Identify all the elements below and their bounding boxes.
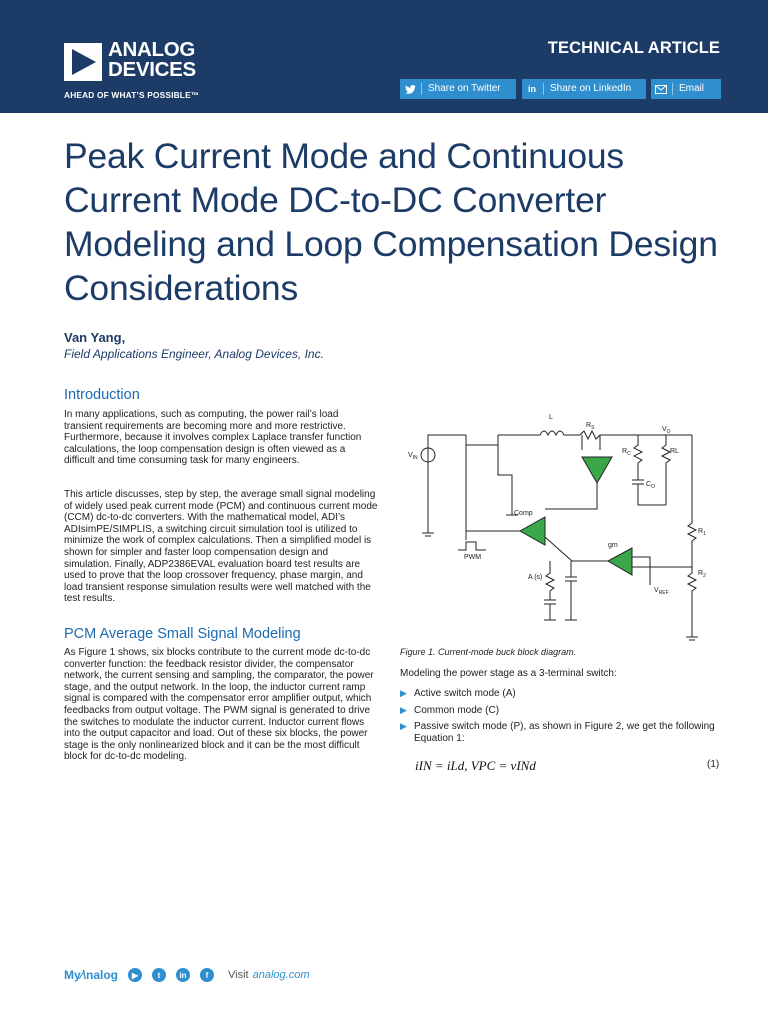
share-email-label: Email xyxy=(679,83,705,94)
label-co: C xyxy=(646,481,651,488)
list-item-text: Common mode (C) xyxy=(414,704,500,716)
label-pwm: PWM xyxy=(464,554,481,561)
header-bar: ANALOG DEVICES AHEAD OF WHAT’S POSSIBLE™… xyxy=(0,0,768,113)
list-item: ▶ Common mode (C) xyxy=(400,705,730,717)
bullet-arrow-icon: ▶ xyxy=(400,721,407,732)
visit-label: Visit xyxy=(228,969,249,981)
label-rl: RL xyxy=(670,448,679,455)
modeling-intro: Modeling the power stage as a 3-terminal… xyxy=(400,668,617,679)
svg-text:VO: VO xyxy=(662,426,671,435)
label-rs: R xyxy=(586,422,591,429)
label-vref-sub: REF xyxy=(659,590,669,596)
bullet-arrow-icon: ▶ xyxy=(400,704,407,715)
analog-link[interactable]: analog.com xyxy=(252,969,310,981)
author-affiliation: Field Applications Engineer, Analog Devi… xyxy=(64,347,324,361)
author-name: Van Yang, xyxy=(64,330,126,345)
label-r2-sub: 2 xyxy=(703,573,706,579)
svg-text:VREF: VREF xyxy=(654,587,669,596)
label-r1-sub: 1 xyxy=(703,531,706,537)
logo-line2: DEVICES xyxy=(108,58,196,81)
share-separator xyxy=(672,83,673,95)
share-linkedin-label: Share on LinkedIn xyxy=(550,83,632,94)
label-rs-sub: S xyxy=(591,425,595,431)
label-vref: V xyxy=(654,587,659,594)
share-twitter-button[interactable]: Share on Twitter xyxy=(400,79,516,99)
label-rc: R xyxy=(622,448,627,455)
label-vin-sub: IN xyxy=(413,455,418,461)
figure-1-caption: Figure 1. Current-mode buck block diagra… xyxy=(400,647,577,657)
footer-bar: My∕\nalog ▶ t in f Visit analog.com xyxy=(64,966,309,984)
list-item: ▶ Passive switch mode (P), as shown in Fi… xyxy=(400,721,730,744)
label-rc-sub: C xyxy=(627,451,631,457)
intro-paragraph-1: In many applications, such as computing,… xyxy=(64,409,362,467)
list-item: ▶ Active switch mode (A) xyxy=(400,688,730,700)
label-comp: Comp xyxy=(514,510,533,517)
doc-type-label: TECHNICAL ARTICLE xyxy=(547,39,720,57)
svg-text:RS: RS xyxy=(586,422,595,431)
label-gm: gm xyxy=(608,542,618,549)
linkedin-icon: in xyxy=(528,84,536,94)
label-as: A (s) xyxy=(528,574,542,581)
introduction-heading: Introduction xyxy=(64,387,140,403)
label-vo: V xyxy=(662,426,667,433)
label-l: L xyxy=(549,414,553,421)
pcm-heading: PCM Average Small Signal Modeling xyxy=(64,626,301,642)
label-vo-sub: O xyxy=(667,429,671,435)
equation-1: iIN = iLd, VPC = vINd xyxy=(415,758,536,773)
twitter-icon xyxy=(400,79,420,99)
youtube-icon[interactable]: ▶ xyxy=(128,968,143,982)
label-vin: V xyxy=(408,452,413,459)
mode-list: ▶ Active switch mode (A) ▶ Common mode (C)… xyxy=(400,688,730,749)
share-twitter-label: Share on Twitter xyxy=(428,83,501,94)
svg-text:RC: RC xyxy=(622,448,631,457)
pcm-paragraph-1: As Figure 1 shows, six blocks contribute… xyxy=(64,647,374,763)
share-separator xyxy=(421,83,422,95)
share-separator xyxy=(543,83,544,95)
facebook-icon[interactable]: f xyxy=(200,968,215,982)
svg-text:R1: R1 xyxy=(698,528,706,537)
label-r2: R xyxy=(698,570,703,577)
article-title: Peak Current Mode and Continuous Current… xyxy=(64,136,718,308)
tagline: AHEAD OF WHAT’S POSSIBLE™ xyxy=(64,90,200,100)
bullet-arrow-icon: ▶ xyxy=(400,688,407,698)
svg-text:R2: R2 xyxy=(698,570,706,579)
linkedin-icon[interactable]: in xyxy=(176,968,191,982)
label-r1: R xyxy=(698,528,703,535)
share-linkedin-button[interactable]: in Share on LinkedIn xyxy=(522,79,646,99)
figure-1-schematic: VIN L RS VO RC RL CO Comp PWM gm R1 R2 A… xyxy=(400,405,730,645)
twitter-icon[interactable]: t xyxy=(152,968,167,982)
logo-wordmark[interactable]: ANALOG DEVICES xyxy=(108,38,196,81)
vin-source xyxy=(420,447,436,463)
myanalog-logo[interactable]: My∕\nalog xyxy=(64,968,119,982)
logo-line1: ANALOG xyxy=(108,38,196,61)
email-icon xyxy=(651,79,671,99)
svg-text:CO: CO xyxy=(646,481,655,490)
label-co-sub: O xyxy=(651,484,655,490)
list-item-text: Passive switch mode (P), as shown in Fig… xyxy=(414,721,715,744)
equation-number: (1) xyxy=(707,759,720,770)
adi-logo-icon[interactable] xyxy=(64,43,102,81)
svg-text:VIN: VIN xyxy=(408,452,418,461)
intro-paragraph-2: This article discusses, step by step, th… xyxy=(64,489,378,605)
share-email-button[interactable]: Email xyxy=(651,79,721,99)
list-item-text: Active switch mode (A) xyxy=(414,688,516,699)
